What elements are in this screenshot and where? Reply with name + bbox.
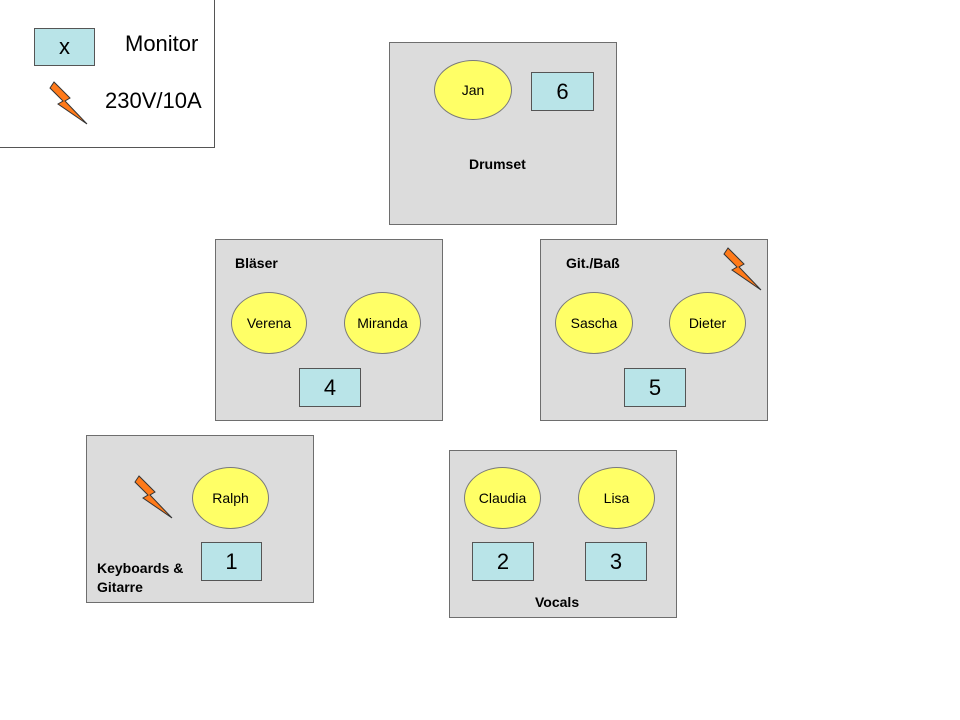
person-claudia: Claudia xyxy=(464,467,541,529)
monitor-2: 2 xyxy=(472,542,534,581)
lightning-bolt-icon xyxy=(722,246,762,294)
lightning-bolt-icon xyxy=(48,80,88,128)
legend-power-label: 230V/10A xyxy=(105,88,202,113)
group-label-line-2: Gitarre xyxy=(97,579,143,595)
group-label-gitarre-bass: Git./Baß xyxy=(566,255,620,271)
person-jan: Jan xyxy=(434,60,512,120)
person-lisa: Lisa xyxy=(578,467,655,529)
group-keyboards-gitarre: Ralph 1 Keyboards & Gitarre xyxy=(86,435,314,603)
monitor-3: 3 xyxy=(585,542,647,581)
person-verena: Verena xyxy=(231,292,307,354)
lightning-bolt-icon xyxy=(133,474,173,522)
group-label-drumset: Drumset xyxy=(469,156,526,172)
legend-box: x Monitor 230V/10A xyxy=(0,0,215,148)
person-dieter: Dieter xyxy=(669,292,746,354)
group-vocals: Claudia Lisa 2 3 Vocals xyxy=(449,450,677,618)
group-label-keyboards-gitarre: Keyboards & Gitarre xyxy=(97,559,183,597)
group-blaeser: Bläser Verena Miranda 4 xyxy=(215,239,443,421)
legend-monitor-label: Monitor xyxy=(125,31,199,56)
monitor-5: 5 xyxy=(624,368,686,407)
monitor-1: 1 xyxy=(201,542,262,581)
person-sascha: Sascha xyxy=(555,292,633,354)
group-drumset: Jan 6 Drumset xyxy=(389,42,617,225)
group-gitarre-bass: Git./Baß Sascha Dieter 5 xyxy=(540,239,768,421)
monitor-4: 4 xyxy=(299,368,361,407)
group-label-line-1: Keyboards & xyxy=(97,560,184,576)
person-miranda: Miranda xyxy=(344,292,421,354)
monitor-6: 6 xyxy=(531,72,594,111)
legend-monitor-symbol: x xyxy=(34,28,95,66)
group-label-blaeser: Bläser xyxy=(235,255,278,271)
person-ralph: Ralph xyxy=(192,467,269,529)
group-label-vocals: Vocals xyxy=(535,594,580,610)
